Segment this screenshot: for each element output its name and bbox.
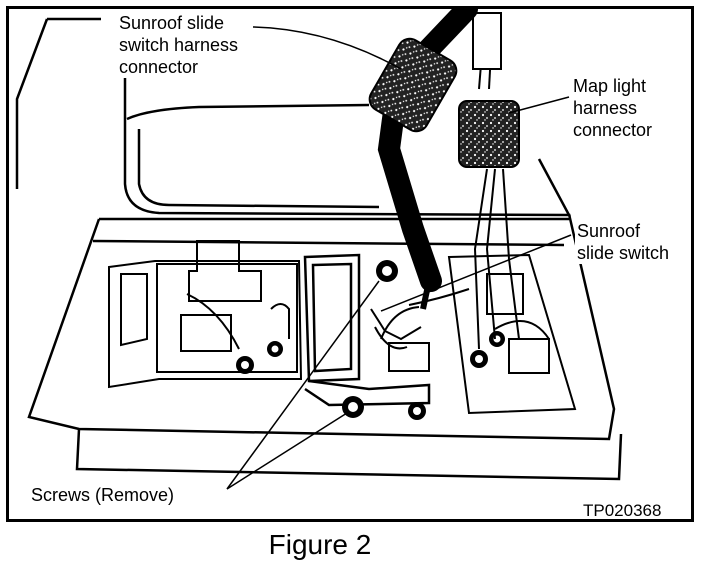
left-lamp-recess	[108, 240, 303, 389]
diagram-frame: Sunroof slide switch harness connector M…	[6, 6, 694, 522]
leader-sunroof-harness	[252, 26, 402, 70]
sunroof-slide-switch-harness-connector-label: Sunroof slide switch harness connector	[117, 12, 241, 78]
leader-slide-switch	[380, 234, 572, 312]
leader-map-light	[508, 96, 570, 114]
leader-screw-lower	[226, 412, 348, 490]
switch-wiring	[370, 288, 470, 372]
headliner-outline	[15, 17, 101, 189]
sunroof-harness-connector	[368, 37, 458, 133]
console-base	[27, 213, 623, 481]
map-light-harness-connector	[458, 100, 520, 168]
slide-switch-body	[303, 253, 431, 407]
leader-screw-upper	[226, 280, 380, 490]
figure-code: TP020368	[581, 500, 664, 520]
overhead-console-illustration	[15, 9, 623, 490]
console-opening	[123, 17, 572, 217]
figure-caption: Figure 2	[268, 529, 372, 560]
map-light-wiring	[472, 12, 520, 350]
screws-remove-label: Screws (Remove)	[31, 484, 175, 506]
map-light-harness-connector-label: Map light harness connector	[571, 75, 655, 141]
leader-lines	[226, 26, 572, 490]
right-lamp-recess	[447, 253, 577, 415]
sunroof-slide-switch-label: Sunroof slide switch	[575, 220, 672, 264]
